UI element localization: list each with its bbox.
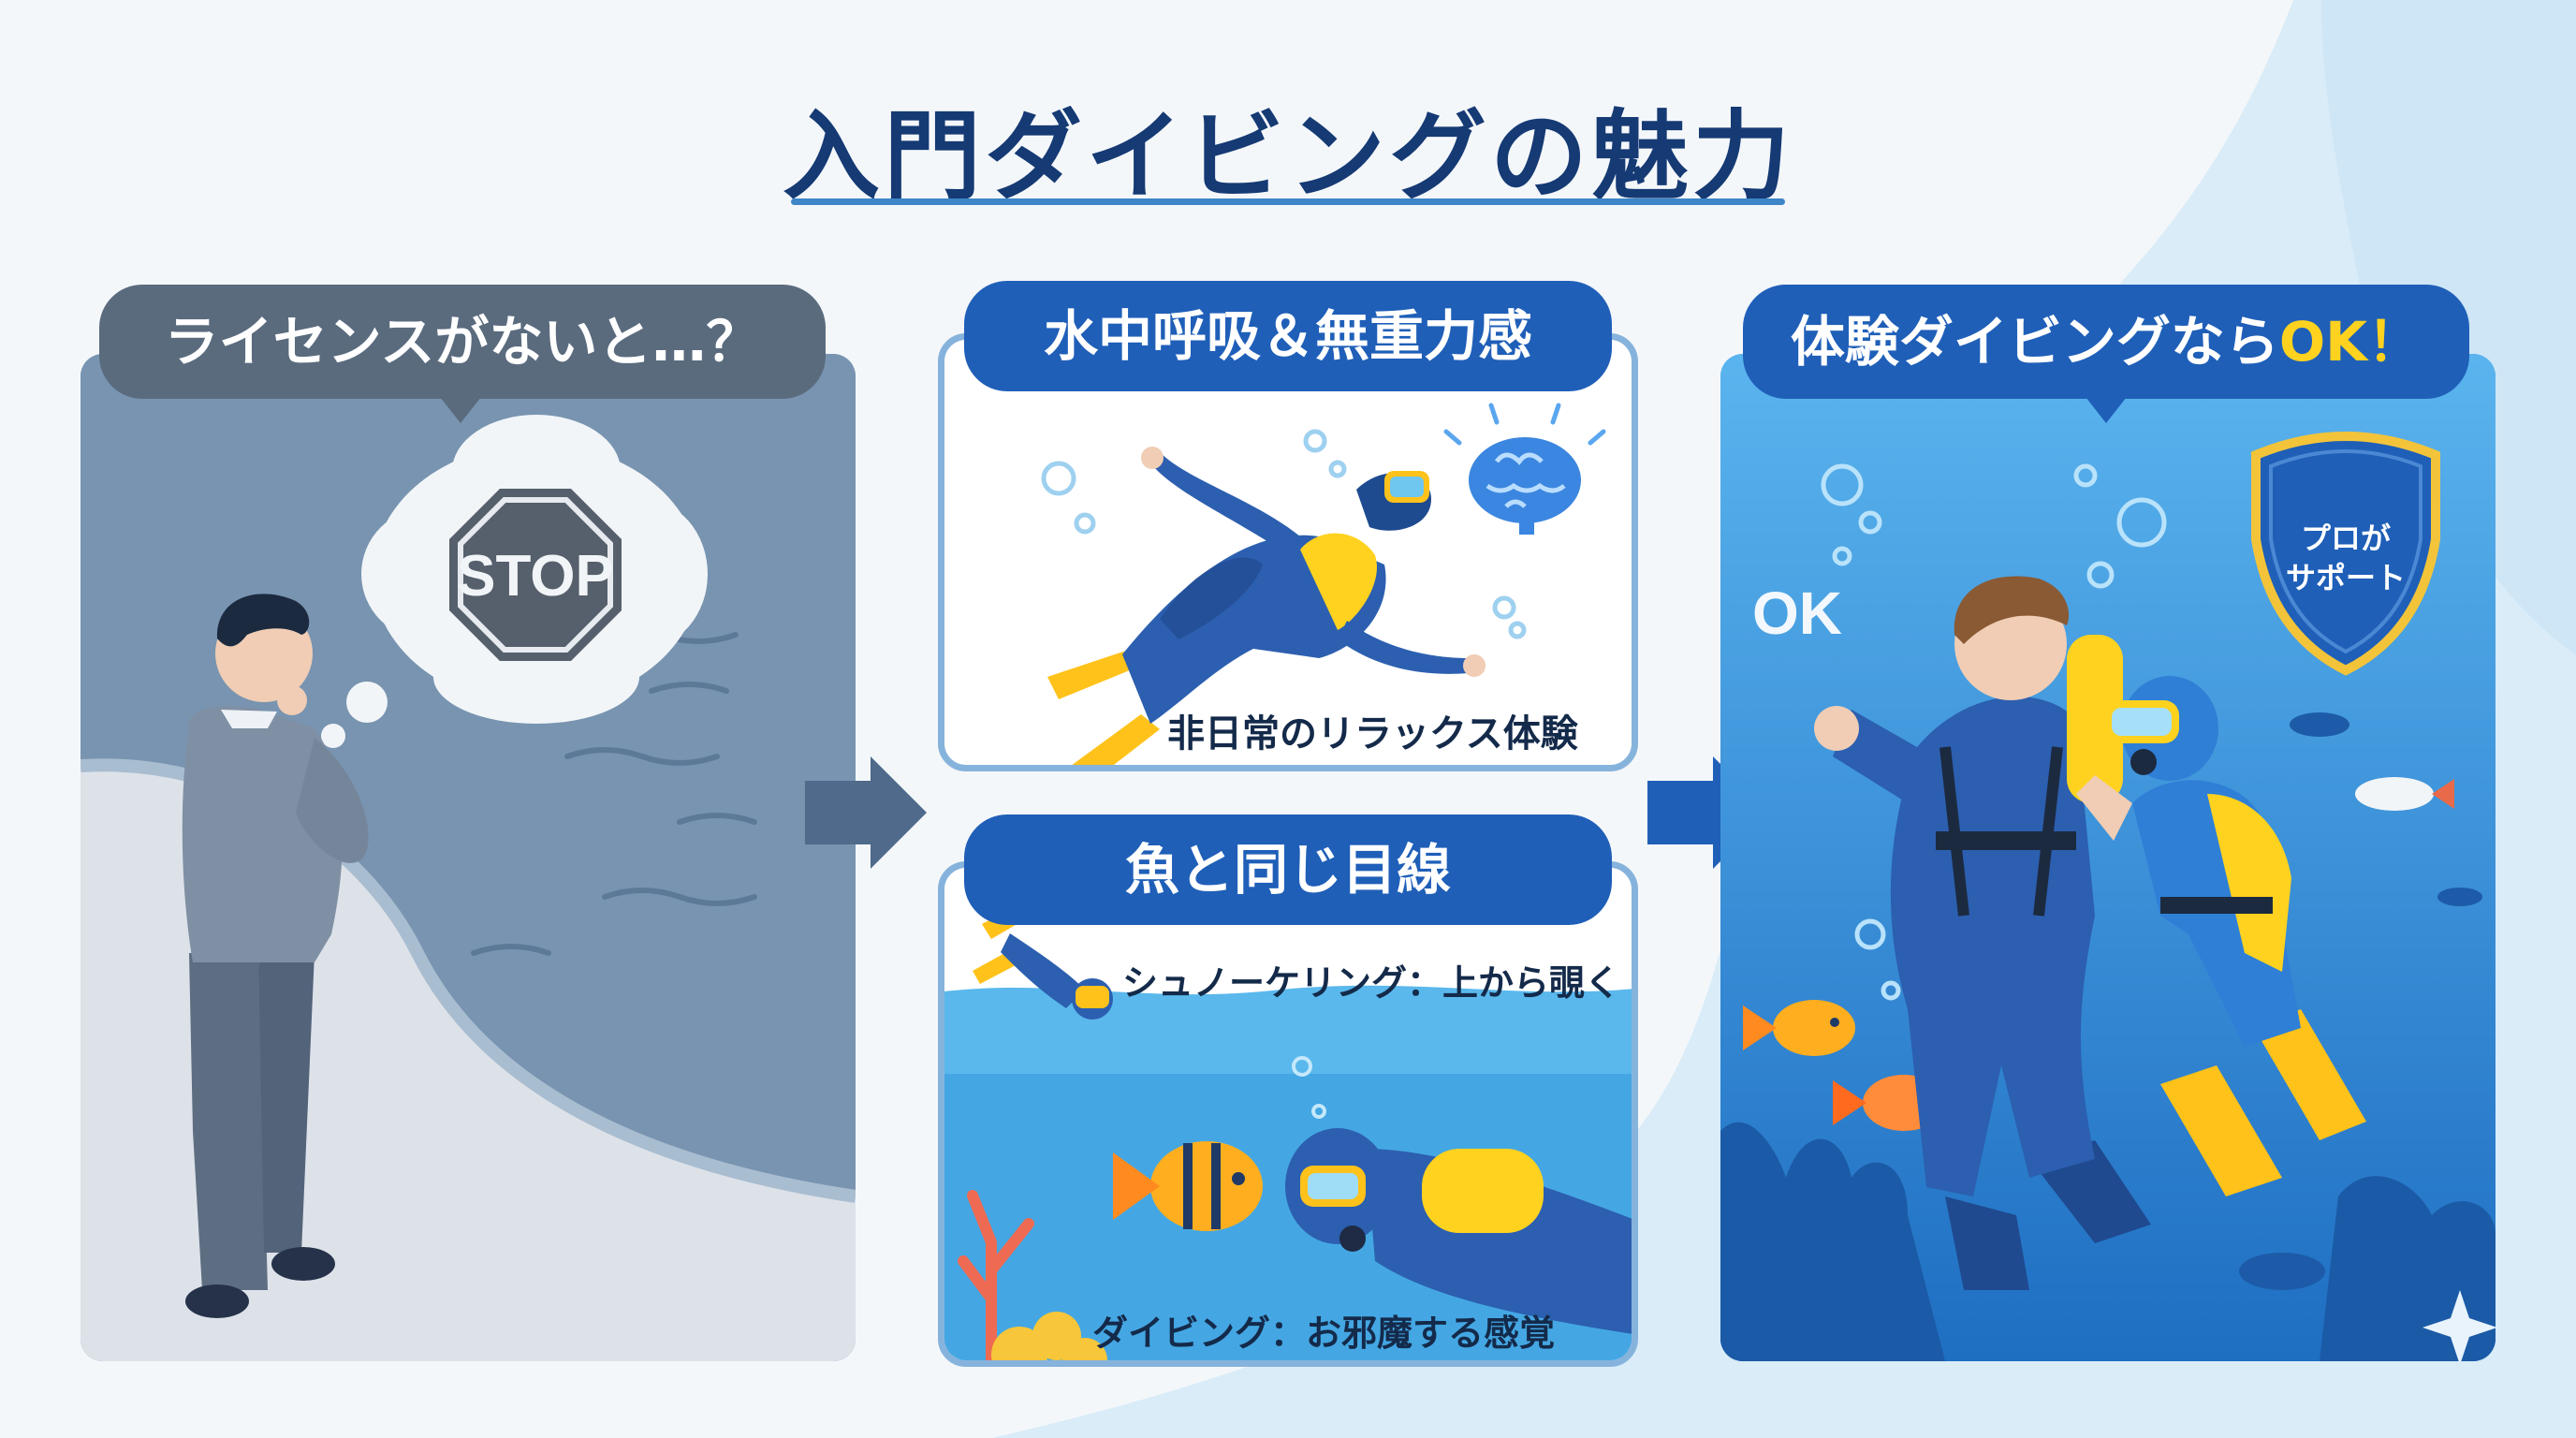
middle-bottom-heading-pill: 魚と同じ目線 xyxy=(964,814,1612,925)
middle-top-heading-text: 水中呼吸＆無重力感 xyxy=(1043,304,1532,368)
middle-top-heading-pill: 水中呼吸＆無重力感 xyxy=(964,281,1612,391)
floating-diver xyxy=(1047,447,1486,765)
support-shield-icon xyxy=(2251,432,2440,676)
tropical-fish xyxy=(1113,1141,1263,1231)
ok-gesture-text: OK xyxy=(1752,580,1842,647)
left-heading-text: ライセンスがないと…？ xyxy=(164,310,761,374)
orange-fish-1 xyxy=(1743,1000,1855,1056)
arrow-right-icon-1 xyxy=(805,756,927,869)
right-heading-pill: 体験ダイビングならOK！ xyxy=(1743,285,2469,399)
middle-top-caption: 非日常のリラックス体験 xyxy=(1167,712,1578,756)
right-heading-text: 体験ダイビングなら xyxy=(1790,310,2279,374)
middle-bottom-panel: シュノーケリング：上から覗く ダイビング：お邪魔する感覚 xyxy=(938,861,1638,1367)
sparkle-icon xyxy=(2422,1290,2496,1361)
stop-text: STOP xyxy=(457,544,614,609)
reef-silhouette xyxy=(1720,1122,2496,1361)
scuba-diver xyxy=(1285,1128,1632,1334)
right-heading-ok: OK！ xyxy=(2278,310,2422,374)
support-badge-text: プロが サポート xyxy=(2256,519,2436,597)
middle-top-panel: 非日常のリラックス体験 xyxy=(938,333,1638,771)
left-heading-pill: ライセンスがないと…？ xyxy=(99,285,826,399)
left-panel: STOP xyxy=(80,354,856,1361)
left-heading-tail xyxy=(440,397,481,423)
thinking-person-figure xyxy=(182,594,369,1318)
left-panel-illustration: STOP xyxy=(80,354,856,1361)
guided-diving-illustration xyxy=(1720,354,2496,1361)
title-underline xyxy=(791,198,1785,205)
page-title: 入門ダイビングの魅力 xyxy=(782,99,1793,213)
bubbles-bottom xyxy=(1292,1056,1326,1119)
stop-sign-icon: STOP xyxy=(449,489,622,661)
right-heading-tail xyxy=(2086,397,2127,423)
white-fish xyxy=(2355,777,2454,811)
guest-diver xyxy=(2076,676,2366,1196)
diving-caption: ダイビング：お邪魔する感覚 xyxy=(1092,1313,1556,1354)
right-panel: OK プロが サポート xyxy=(1720,354,2496,1361)
coral xyxy=(958,1190,1034,1360)
badge-line-1: プロが xyxy=(2300,521,2391,556)
brain-icon xyxy=(1443,403,1606,535)
badge-line-2: サポート xyxy=(2285,560,2406,595)
fish-eye-level-illustration xyxy=(944,905,1632,1360)
bubbles xyxy=(1041,429,1527,639)
floating-diver-illustration xyxy=(1041,403,1606,765)
instructor-diver xyxy=(1814,576,2151,1290)
yellow-coral xyxy=(991,1312,1107,1360)
bubbles-right xyxy=(1821,463,2167,1001)
snorkel-caption: シュノーケリング：上から覗く xyxy=(1122,962,1621,1004)
middle-bottom-heading-text: 魚と同じ目線 xyxy=(1124,838,1451,902)
